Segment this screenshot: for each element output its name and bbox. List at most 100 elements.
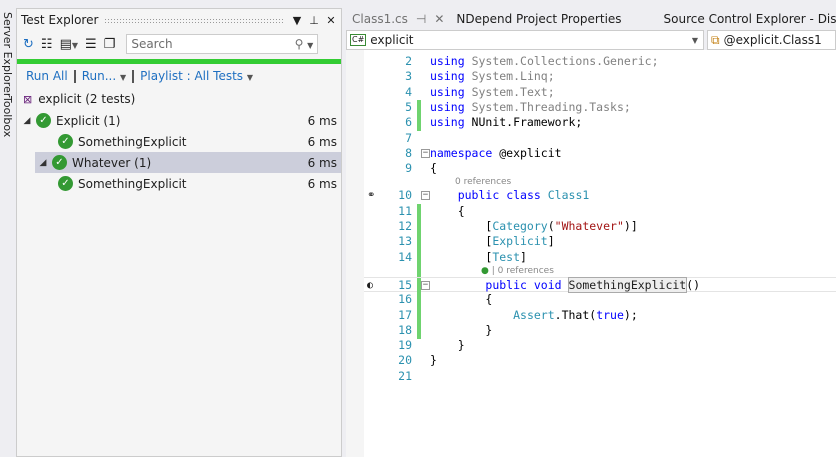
passed-check-icon: ✓ (52, 155, 67, 170)
group-by-icon[interactable]: ☷ (40, 36, 53, 52)
code-line[interactable]: 17 Assert.That(true); (364, 307, 836, 324)
search-input[interactable]: Search ⚲ ▼ (126, 34, 319, 54)
drag-grip[interactable] (104, 17, 284, 23)
code-line[interactable]: 21 (364, 369, 836, 384)
code-line[interactable]: 7 (364, 131, 836, 146)
expand-triangle-icon[interactable]: ◢ (23, 115, 31, 126)
test-row[interactable]: ◢✓Whatever (1)6 ms (35, 152, 341, 173)
code-token: SomethingExplicit (567, 276, 688, 293)
class-map-icon[interactable]: ⚭ (367, 190, 376, 202)
code-token (465, 85, 472, 99)
passed-check-icon: ✓ (36, 113, 51, 128)
run-all-link[interactable]: Run All (26, 69, 68, 83)
close-icon[interactable]: ✕ (326, 13, 336, 27)
copy-icon[interactable]: ❐ (103, 36, 116, 52)
code-text: namespace @explicit (430, 146, 562, 161)
code-line[interactable]: 14 [Test] (364, 249, 836, 266)
code-token: System.Collections.Generic; (471, 54, 659, 68)
code-token: @explicit (492, 145, 562, 160)
playlist-icon[interactable]: ☰ (85, 36, 97, 52)
close-tab-icon[interactable]: ✕ (434, 12, 445, 26)
code-line[interactable]: 18 } (364, 322, 836, 339)
chevron-down-icon: ▼ (119, 73, 127, 82)
collapse-icon[interactable]: − (421, 147, 430, 158)
codelens-references[interactable]: 0 references (455, 177, 511, 188)
code-token: { (430, 292, 493, 307)
code-line[interactable]: 13 [Explicit] (364, 234, 836, 251)
line-number: 21 (398, 368, 412, 383)
run-menu[interactable]: Run... ▼ (82, 69, 126, 83)
line-number: 6 (405, 115, 412, 130)
code-text: using System.Collections.Generic; (430, 54, 659, 69)
code-line[interactable]: 9{ (364, 161, 836, 176)
test-name: SomethingExplicit (78, 176, 187, 191)
code-token: } (430, 322, 493, 337)
run-refresh-icon[interactable]: ↻ (23, 36, 34, 52)
code-token (527, 278, 534, 292)
codelens-references[interactable]: ● | 0 references (481, 266, 554, 277)
collapse-icon[interactable]: − (421, 190, 430, 201)
pin-icon[interactable]: ⊣ (415, 12, 427, 26)
playlist-menu[interactable]: Playlist : All Tests ▼ (140, 69, 253, 83)
code-line[interactable]: 16 { (364, 292, 836, 309)
code-line[interactable]: 15−◐ public void SomethingExplicit() (364, 276, 836, 294)
tab-class1-cs[interactable]: Class1.cs⊣✕ (346, 8, 450, 30)
code-text: } (430, 353, 437, 368)
code-token: )] (623, 219, 638, 233)
code-text: public class Class1 (430, 188, 590, 203)
dropdown-icon[interactable]: ▼ (292, 13, 302, 27)
change-marker (417, 115, 421, 132)
code-line[interactable]: 19 } (364, 338, 836, 353)
test-progress-bar (17, 59, 341, 64)
test-row[interactable]: ◢✓Explicit (1)6 ms (17, 110, 341, 131)
test-name: SomethingExplicit (78, 134, 187, 149)
chevron-down-icon: ▼ (691, 35, 698, 45)
change-marker (417, 99, 421, 116)
type-dropdown[interactable]: ⧉ @explicit.Class1 (707, 30, 836, 50)
half-circle-icon[interactable]: ◐ (367, 279, 374, 291)
change-marker (417, 277, 421, 294)
code-token: Test (492, 249, 521, 264)
code-token (430, 308, 513, 322)
code-line[interactable]: 12 [Category("Whatever")] (364, 219, 836, 235)
line-number: 14 (398, 249, 412, 264)
search-icon[interactable]: ⚲ ▼ (294, 37, 314, 51)
code-token: ( (547, 219, 555, 233)
tab-source-control-explorer[interactable]: Source Control Explorer - Disconnected (658, 8, 836, 30)
code-token (430, 188, 458, 202)
code-token: Category (492, 219, 548, 233)
list-view-icon[interactable]: ▤▼ (59, 36, 79, 52)
side-tab-server-explorer[interactable]: Server Explorer (1, 12, 14, 98)
collapse-icon[interactable]: − (421, 279, 430, 290)
project-dropdown[interactable]: C# explicit ▼ (346, 30, 704, 50)
line-number: 5 (405, 99, 412, 114)
code-token (465, 54, 472, 68)
code-token: System.Text; (471, 84, 555, 99)
code-token: Class1 (547, 188, 590, 203)
pin-icon[interactable]: ⊥ (309, 13, 319, 27)
run-label: Run... (81, 69, 117, 83)
tab-ndepend-properties[interactable]: NDepend Project Properties (450, 8, 627, 30)
code-token: { (430, 161, 437, 176)
code-token (465, 69, 472, 83)
change-marker (417, 219, 421, 235)
code-line[interactable]: 20} (364, 353, 836, 368)
test-duration: 6 ms (307, 176, 337, 191)
code-line[interactable]: 8−namespace @explicit (364, 146, 836, 161)
line-number: 17 (398, 307, 412, 322)
expand-triangle-icon[interactable]: ◢ (39, 157, 47, 168)
line-number: 9 (405, 161, 412, 176)
code-line[interactable]: 10−⚭ public class Class1 (364, 188, 836, 203)
side-tab-toolbox[interactable]: Toolbox (1, 96, 14, 138)
project-node[interactable]: ⊠ explicit (2 tests) (17, 88, 341, 110)
code-line[interactable]: 11 { (364, 203, 836, 220)
test-explorer-panel: Test Explorer ▼ ⊥ ✕ ↻ ☷ ▤▼ ☰ ❐ Search ⚲ … (16, 8, 342, 457)
